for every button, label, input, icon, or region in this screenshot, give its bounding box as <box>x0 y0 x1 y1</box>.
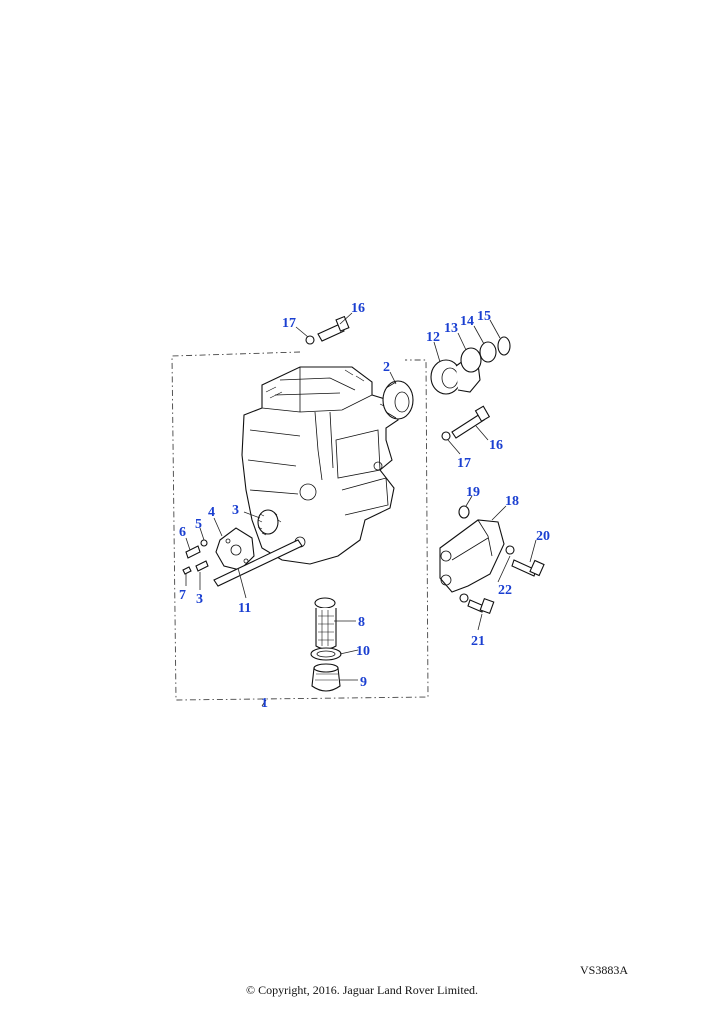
callout-12: 12 <box>426 330 440 345</box>
oil-seal <box>382 380 414 420</box>
callout-19: 19 <box>466 485 480 500</box>
callout-22: 22 <box>498 583 512 598</box>
callout-17-right: 17 <box>457 456 471 471</box>
callout-3-lower: 3 <box>196 592 203 607</box>
callout-5: 5 <box>195 517 202 532</box>
diagram-reference-code: VS3883A <box>580 963 629 977</box>
callout-20: 20 <box>536 529 550 544</box>
callout-16-right: 16 <box>489 438 503 453</box>
callout-16-top: 16 <box>351 301 365 316</box>
callout-9: 9 <box>360 675 367 690</box>
pump-and-shaft-parts <box>182 509 303 587</box>
filter-and-drain-plug <box>310 597 342 692</box>
mounting-bracket <box>439 505 545 615</box>
transfer-housing <box>241 366 399 565</box>
output-housing-parts <box>430 336 511 395</box>
callout-11: 11 <box>238 601 251 616</box>
callout-6: 6 <box>179 525 186 540</box>
callout-17-top: 17 <box>282 316 296 331</box>
callout-1: 1 <box>261 696 268 711</box>
leader-lines <box>185 312 537 707</box>
callout-21: 21 <box>471 634 485 649</box>
callout-15: 15 <box>477 309 491 324</box>
callout-3-upper: 3 <box>232 503 239 518</box>
callout-2: 2 <box>383 360 390 375</box>
callout-18: 18 <box>505 494 519 509</box>
callout-4: 4 <box>208 505 215 520</box>
callout-14: 14 <box>460 314 474 329</box>
callout-labels: 16 17 2 12 13 14 15 16 17 19 18 20 22 21… <box>179 301 550 711</box>
callout-13: 13 <box>444 321 458 336</box>
housing-bolts <box>305 315 491 441</box>
assembly-boundary <box>171 351 429 701</box>
callout-10: 10 <box>356 644 370 659</box>
callout-7: 7 <box>179 588 186 603</box>
copyright-notice: © Copyright, 2016. Jaguar Land Rover Lim… <box>245 983 479 997</box>
callout-8: 8 <box>358 615 365 630</box>
